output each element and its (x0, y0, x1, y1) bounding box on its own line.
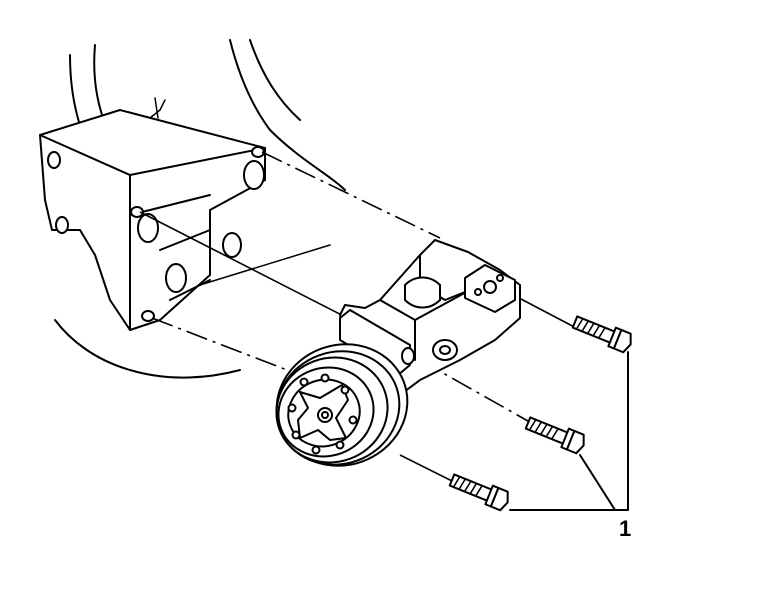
bolt-upper (571, 315, 632, 354)
callout-leader-lines (509, 351, 629, 511)
bolt-middle (524, 416, 585, 455)
compressor-pulley (275, 343, 409, 467)
callout-label-bolts: 1 (619, 516, 631, 541)
bolt-lower (448, 473, 509, 512)
mounting-bracket (39, 109, 266, 331)
